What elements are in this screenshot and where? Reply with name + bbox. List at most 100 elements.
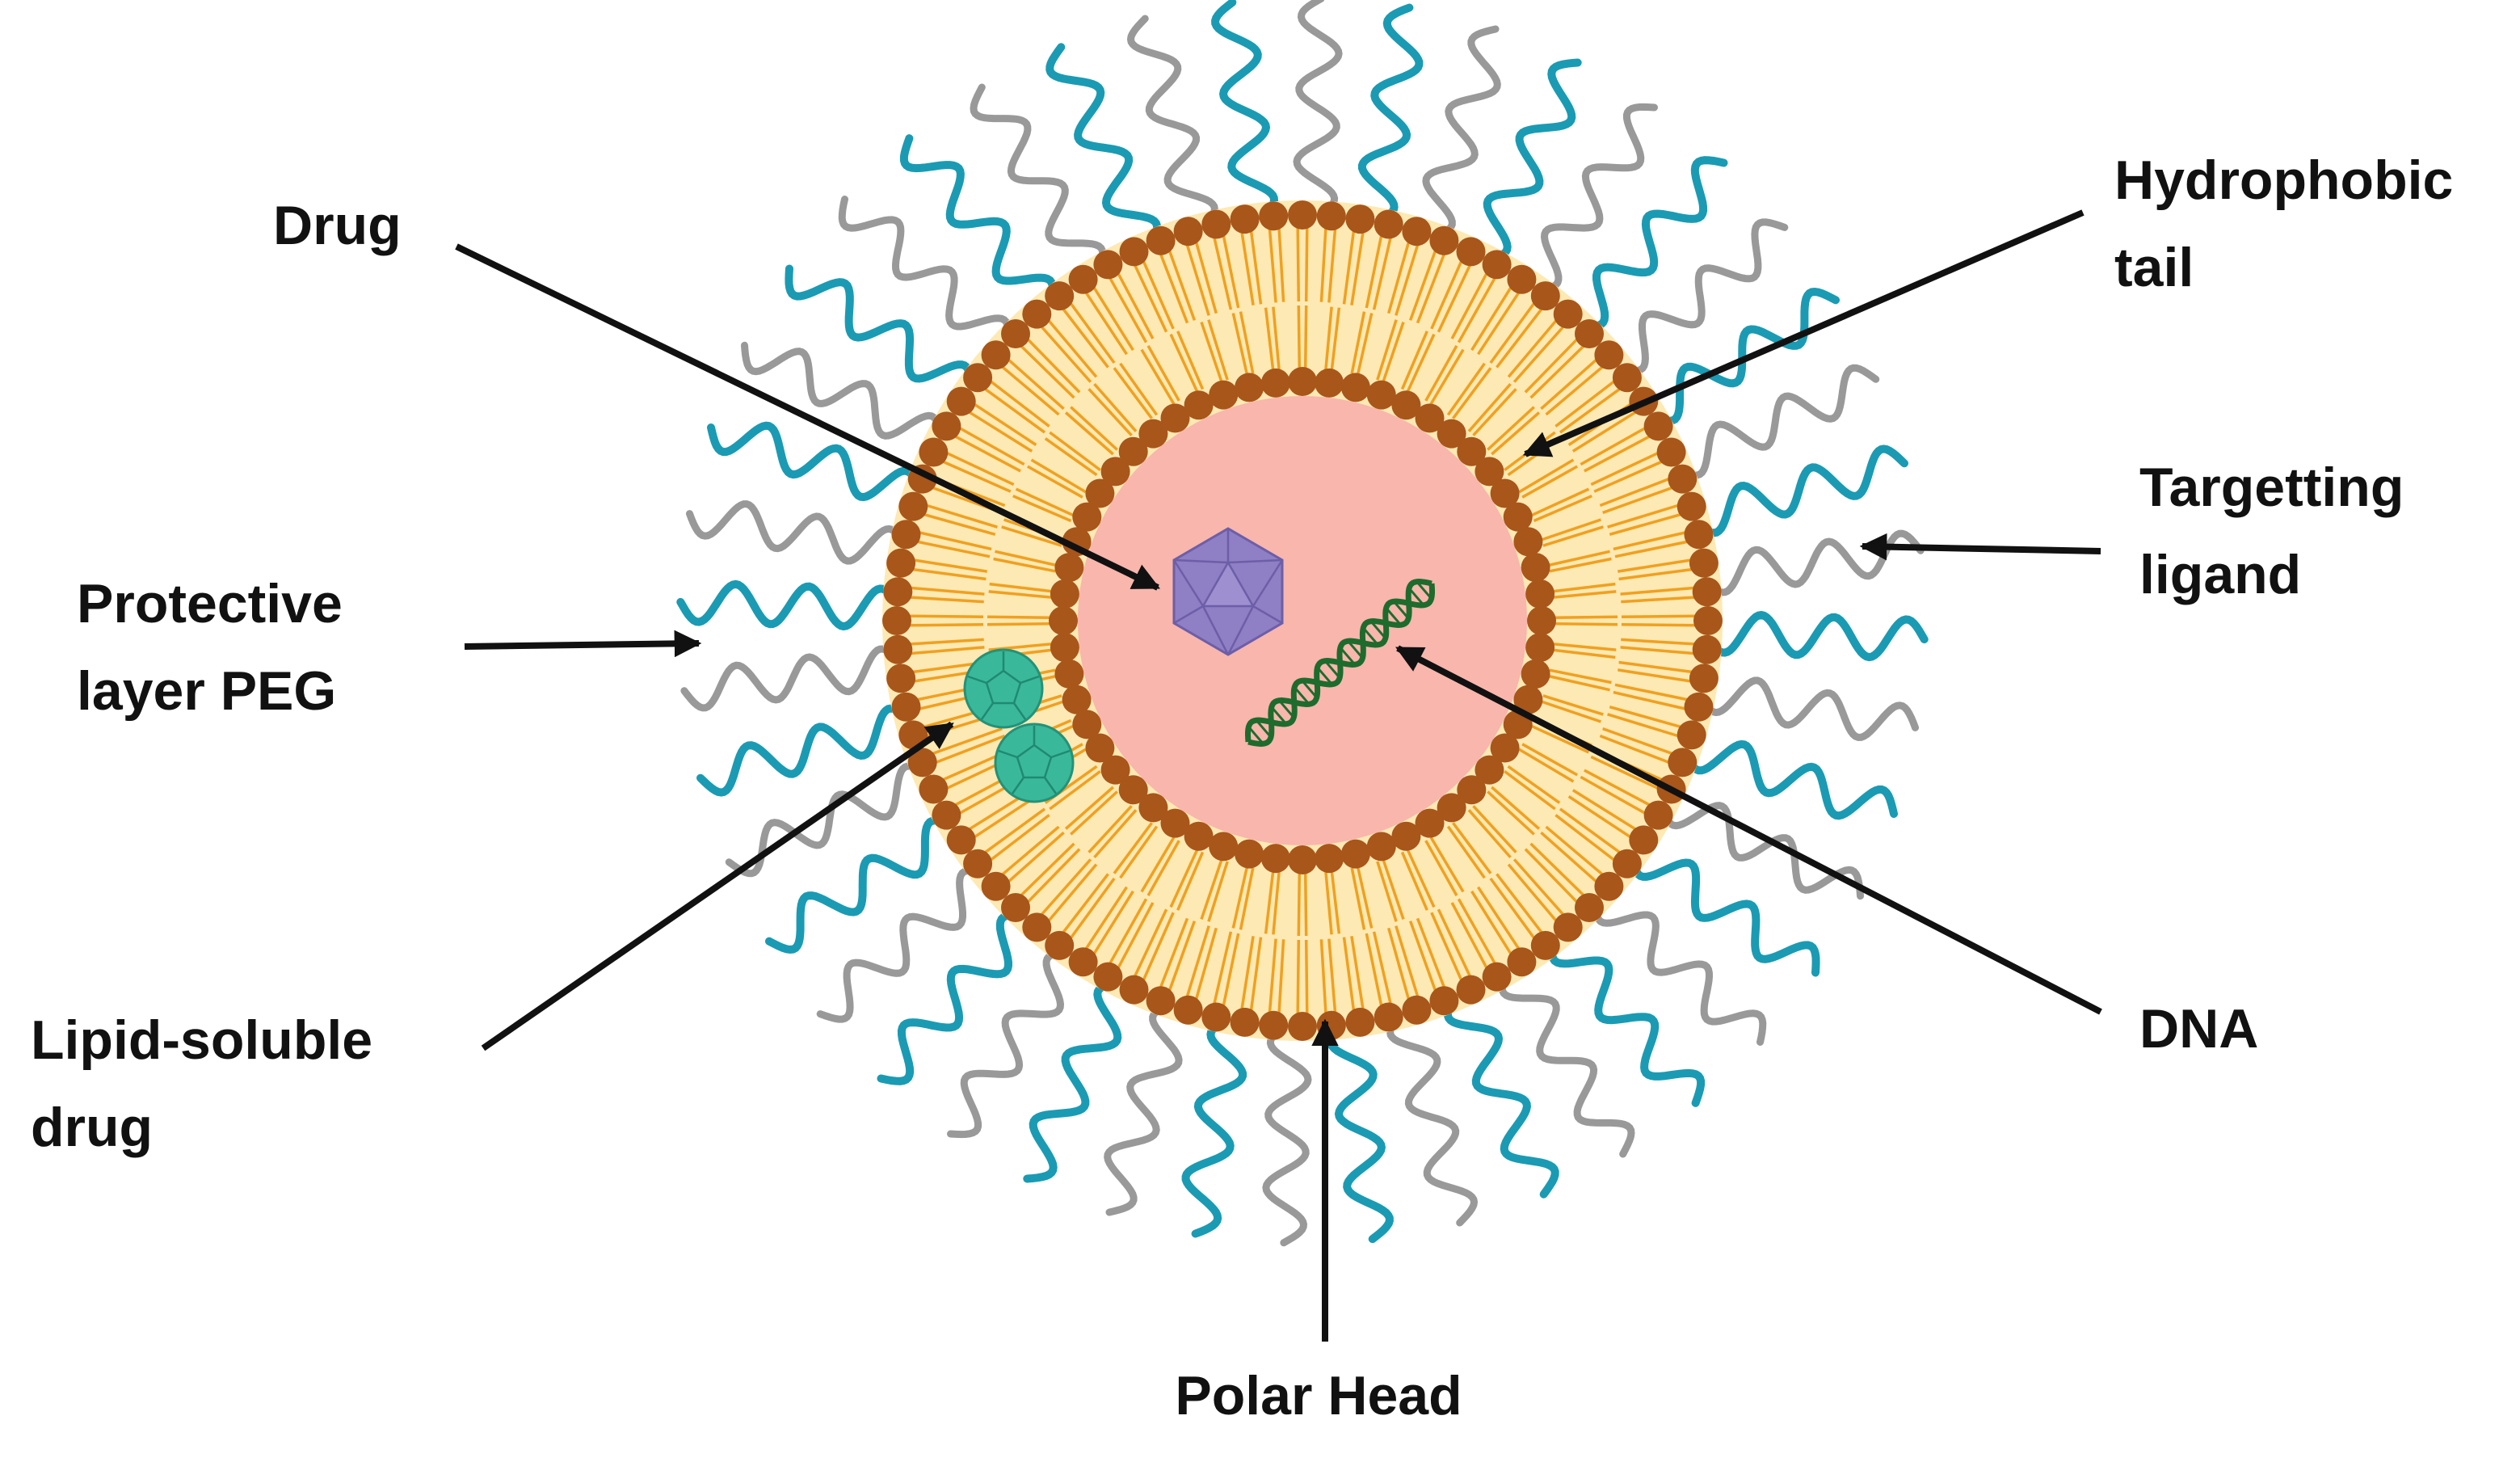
hydrophobic-tail [910, 638, 984, 646]
hydrophobic-tail [1092, 890, 1134, 954]
hydrophobic-tail [993, 557, 1056, 573]
hydrophobic-tail [1614, 683, 1688, 702]
hydrophobic-tail [1264, 307, 1275, 371]
polar-head-bead [1119, 975, 1149, 1005]
hydrophobic-tail [1518, 458, 1575, 494]
hydrophobic-tail [1239, 311, 1255, 374]
hydrophobic-tail [1549, 557, 1612, 573]
hydrophobic-tail [1609, 513, 1681, 536]
hydrophobic-tail [1549, 668, 1612, 685]
hydrophobic-tail [1472, 805, 1517, 853]
hydrophobic-tail [1446, 825, 1486, 879]
hydrophobic-tail [990, 380, 1050, 428]
lipid-drug-dodecahedron-icon [994, 723, 1075, 803]
polar-head-bead [1684, 692, 1714, 722]
polar-head-bead [1612, 849, 1642, 878]
hydrophobic-tail [923, 513, 996, 536]
hydrophobic-tail [1487, 790, 1535, 836]
hydrophobic-tail [1350, 936, 1365, 1009]
polar-head-bead [1692, 634, 1722, 664]
dna-base-pair [1270, 706, 1288, 725]
polar-head-bead [1402, 995, 1432, 1025]
hydrophobic-tail [1607, 713, 1679, 738]
hydrophobic-tail [1424, 840, 1458, 896]
dna-base-pair [1392, 600, 1410, 620]
hydrophobic-tail [1117, 272, 1155, 339]
polar-head-bead [1456, 975, 1486, 1005]
hydrophobic-tail [910, 596, 984, 604]
polar-head-bead [1022, 912, 1052, 942]
polar-head-bead [1235, 373, 1264, 402]
polar-head-bead [1490, 733, 1520, 763]
hydrophobic-tail [1330, 870, 1341, 934]
hydrophobic-tail [1429, 348, 1465, 405]
hydrophobic-tail [1599, 478, 1669, 508]
polar-head-bead [1146, 225, 1176, 255]
hydrophobic-tail [926, 503, 998, 529]
hydrophobic-tail [1342, 937, 1356, 1011]
hydrophobic-tail [1376, 319, 1398, 381]
hydrophobic-tail [1609, 706, 1681, 728]
targetting-ligand-chain [947, 950, 1078, 1139]
hydrophobic-tail [1437, 264, 1471, 333]
polar-head-bead [1475, 755, 1504, 785]
polar-head-bead [1575, 319, 1604, 348]
polar-head-bead [1100, 457, 1130, 487]
hydrophobic-tail [1430, 912, 1463, 981]
polar-head-bead [1146, 986, 1176, 1016]
polar-head-bead [1316, 201, 1346, 231]
hydrophobic-tail [1365, 933, 1383, 1006]
dna-base-pair [1247, 726, 1264, 745]
hydrophobic-tail [1593, 460, 1663, 493]
hydrophobic-tail [1621, 638, 1695, 646]
hydrophobic-tail [919, 531, 992, 551]
hydrophobic-tail [1213, 238, 1233, 310]
peg-chain [785, 264, 974, 397]
hydrophobic-tail [1545, 365, 1604, 416]
hydrophobic-tail [1027, 338, 1081, 394]
hydrophobic-tail [1451, 822, 1492, 874]
peg-chain [1211, 0, 1279, 224]
hydrophobic-tail [1496, 873, 1543, 933]
polar-head-bead [1530, 930, 1560, 960]
hydrophobic-tail [1416, 254, 1445, 324]
targetting-ligand-chain [1671, 364, 1880, 479]
polar-head-bead [946, 825, 976, 855]
hydrophobic-tail [1548, 674, 1610, 692]
arrow-dna [1395, 645, 2102, 1015]
hydrophobic-tail [1020, 842, 1075, 896]
hydrophobic-tail [1249, 937, 1263, 1011]
hydrophobic-tail [1437, 908, 1471, 977]
hydrophobic-tail [1507, 319, 1558, 378]
hydrophobic-tail [1119, 825, 1159, 879]
hydrophobic-tail [1350, 311, 1366, 374]
polar-head-bead [1054, 553, 1084, 583]
hydrophobic-tail [1159, 254, 1189, 324]
hydrophobic-tail [1064, 411, 1114, 456]
targetting-ligand-chain [1700, 529, 1925, 596]
hydrophobic-tail [1620, 586, 1694, 596]
polar-head-bead [1456, 237, 1486, 267]
polar-head-bead [1475, 457, 1504, 487]
peg-chain [1443, 988, 1559, 1199]
lipid-drug-dodecahedron-icon [963, 648, 1044, 729]
polar-head-bead [1693, 606, 1723, 635]
polar-head-bead [1260, 844, 1290, 874]
hydrophobic-tail [1590, 755, 1659, 790]
hydrophobic-tail [1027, 848, 1081, 904]
hydrophobic-tail [946, 452, 1015, 487]
polar-head-bead [1507, 947, 1537, 977]
polar-head-bead [1072, 502, 1102, 532]
polar-head-bead [882, 606, 911, 635]
peg-chain [1630, 845, 1820, 977]
polar-head-bead [1050, 579, 1079, 609]
polar-head-bead [981, 871, 1011, 901]
hydrophobic-tail [1064, 786, 1114, 830]
hydrophobic-tail [1277, 228, 1285, 302]
labels: Drug Hydrophobic tail Targetting ligand … [31, 150, 2453, 1426]
hydrophobic-tail [1491, 411, 1541, 456]
peg-chain [1689, 444, 1908, 537]
hydrophobic-tail [1041, 326, 1092, 383]
polar-head-bead [1184, 821, 1214, 851]
label-polar-head: Polar Head [1175, 1365, 1462, 1426]
